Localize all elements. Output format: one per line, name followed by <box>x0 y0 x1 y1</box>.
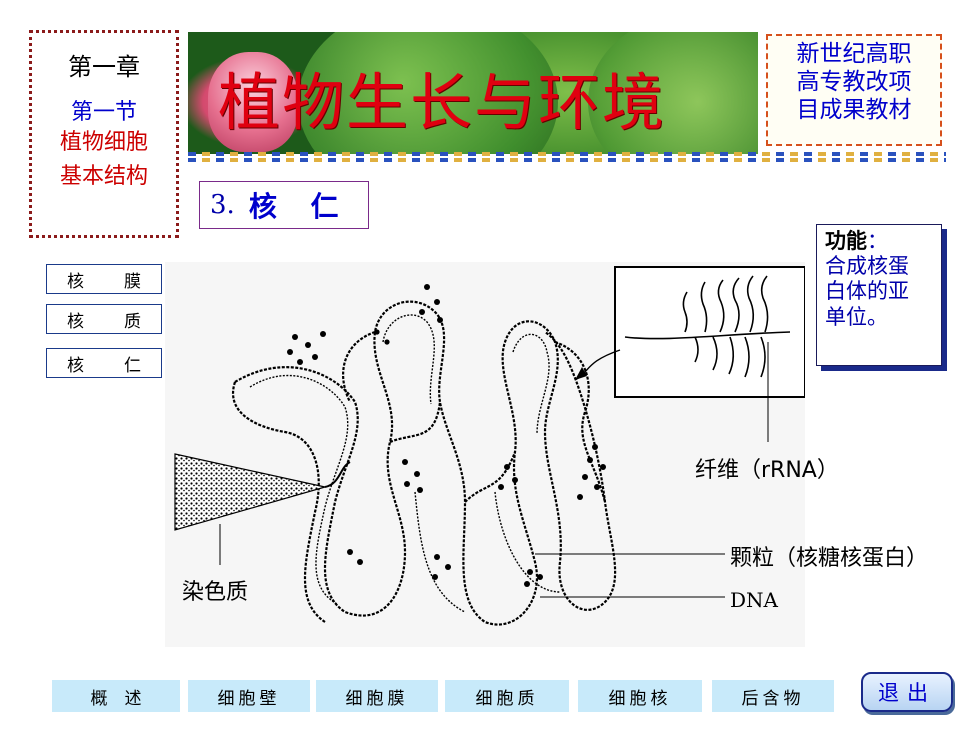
bottom-nav-cell-membrane[interactable]: 细胞膜 <box>316 680 438 712</box>
banner-image: 植物生长与环境 <box>188 32 758 154</box>
granule-dots <box>287 284 606 587</box>
exit-label: 退出 <box>878 681 936 705</box>
side-nav-char: 仁 <box>124 355 141 376</box>
side-nav-char: 核 <box>67 311 84 332</box>
nucleolus-diagram <box>165 262 806 647</box>
lotus-flower-graphic <box>208 52 298 152</box>
side-nav-nucleoplasm[interactable]: 核 质 <box>46 304 162 334</box>
decorative-divider <box>188 152 946 162</box>
wavy-fibril-loops <box>232 300 617 626</box>
label-chromatin: 染色质 <box>182 580 249 605</box>
banner-title: 植物生长与环境 <box>218 66 667 139</box>
function-text-1: 合成核蛋 <box>825 254 909 279</box>
section-heading: 3. 核 仁 <box>199 181 369 229</box>
function-text-2: 白体的亚 <box>825 279 909 304</box>
bottom-nav-label: 后含物 <box>741 688 805 709</box>
wavy-fibril-inner <box>249 314 561 613</box>
side-nav-char: 膜 <box>124 271 141 292</box>
lotus-leaf-graphic <box>588 32 758 154</box>
bottom-nav-cell-wall[interactable]: 细胞壁 <box>188 680 310 712</box>
function-colon: ： <box>867 229 888 253</box>
side-nav-char: 质 <box>124 311 141 332</box>
label-fiber: 纤维（rRNA） <box>695 458 839 483</box>
project-line-3: 目成果教材 <box>796 97 912 124</box>
function-text-3: 单位。 <box>825 304 888 329</box>
section-label-text: 第一节 <box>70 100 137 125</box>
bottom-nav-label: 细胞膜 <box>345 688 409 709</box>
chapter-label: 第一章 <box>68 53 140 81</box>
topic-line-2: 基本结构 <box>59 164 148 190</box>
side-nav-nucleolus[interactable]: 核 仁 <box>46 348 162 378</box>
bottom-nav-label: 细胞质 <box>475 688 539 709</box>
section-number: 3. <box>210 190 235 220</box>
project-line-2: 高专教改项 <box>796 69 912 96</box>
topic-line-1: 植物细胞 <box>59 130 148 156</box>
chapter-box: 第一章 第一节 植物细胞 基本结构 <box>29 30 179 238</box>
function-title: 功能 <box>825 229 867 253</box>
label-dna: DNA <box>730 588 778 612</box>
side-nav-char: 核 <box>67 271 84 292</box>
fiber-strands <box>624 275 791 378</box>
label-granule: 颗粒（核糖核蛋白） <box>730 546 929 571</box>
project-box: 新世纪高职 高专教改项 目成果教材 <box>766 34 942 146</box>
bottom-nav-label: 概 述 <box>90 688 142 709</box>
bottom-nav-cytoplasm[interactable]: 细胞质 <box>445 680 569 712</box>
bottom-nav-label: 细胞壁 <box>217 688 281 709</box>
chromatin-mass <box>174 453 326 531</box>
lotus-leaf-graphic <box>298 32 558 154</box>
nucleolus-illustration <box>174 266 806 626</box>
side-nav-nuclear-membrane[interactable]: 核 膜 <box>46 264 162 294</box>
bottom-nav-overview[interactable]: 概 述 <box>52 680 180 712</box>
chromatin-strand <box>324 461 351 488</box>
function-box: 功能： 合成核蛋 白体的亚 单位。 <box>816 224 942 366</box>
section-name: 核 仁 <box>248 190 351 223</box>
project-line-1: 新世纪高职 <box>796 41 912 67</box>
bottom-nav-ergastic[interactable]: 后含物 <box>712 680 834 712</box>
arrow-head-icon <box>575 367 587 380</box>
exit-button[interactable]: 退出 <box>861 672 953 712</box>
side-nav-char: 核 <box>67 355 84 376</box>
bottom-nav-label: 细胞核 <box>608 688 672 709</box>
bottom-nav-nucleus[interactable]: 细胞核 <box>578 680 702 712</box>
